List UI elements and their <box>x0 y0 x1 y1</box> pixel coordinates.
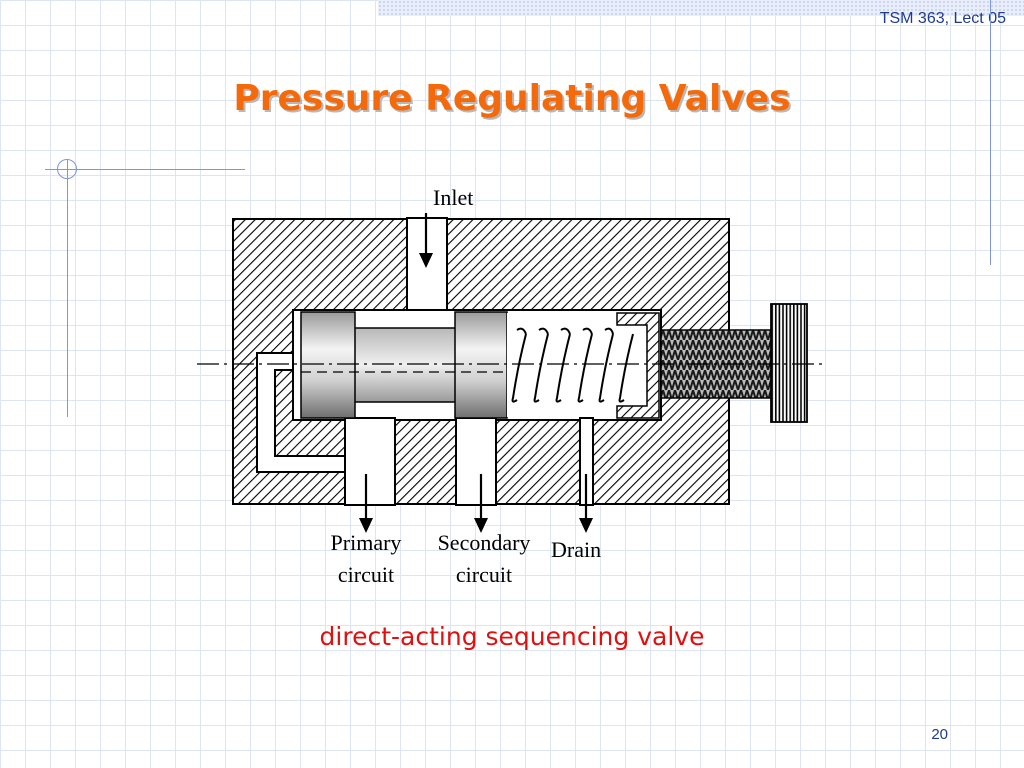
inlet-label: Inlet <box>433 185 473 210</box>
primary-circuit-label-line2: circuit <box>338 562 394 587</box>
arrow-down-icon <box>359 474 373 533</box>
primary-circuit-label-line1: Primary <box>331 530 402 555</box>
valve-diagram: Inlet Primary circuit Secondary circuit … <box>197 185 827 587</box>
arrow-down-icon <box>419 213 433 268</box>
decorative-rule-horizontal <box>45 169 245 170</box>
drain-label: Drain <box>551 537 601 562</box>
arrow-down-icon <box>579 474 593 533</box>
secondary-circuit-label-line2: circuit <box>456 562 512 587</box>
decorative-ring <box>57 159 77 179</box>
decorative-rule-left <box>67 160 68 417</box>
spring <box>511 327 634 403</box>
top-band <box>378 0 1024 16</box>
secondary-circuit-label-line1: Secondary <box>438 530 531 555</box>
page-number: 20 <box>931 726 948 743</box>
slide-caption: direct-acting sequencing valve <box>319 622 705 651</box>
lecture-tag: TSM 363, Lect 05 <box>879 10 1006 27</box>
adjusting-knob <box>770 303 808 423</box>
secondary-port <box>455 417 497 506</box>
spool-land-right <box>454 311 508 419</box>
arrow-down-icon <box>474 474 488 533</box>
spool-land-left <box>300 311 356 419</box>
primary-port <box>344 417 396 506</box>
decorative-rule-right <box>990 0 991 265</box>
spool-stem <box>352 327 458 403</box>
spring-retainer <box>616 312 660 419</box>
slide-title: Pressure Regulating Valves <box>233 78 791 119</box>
